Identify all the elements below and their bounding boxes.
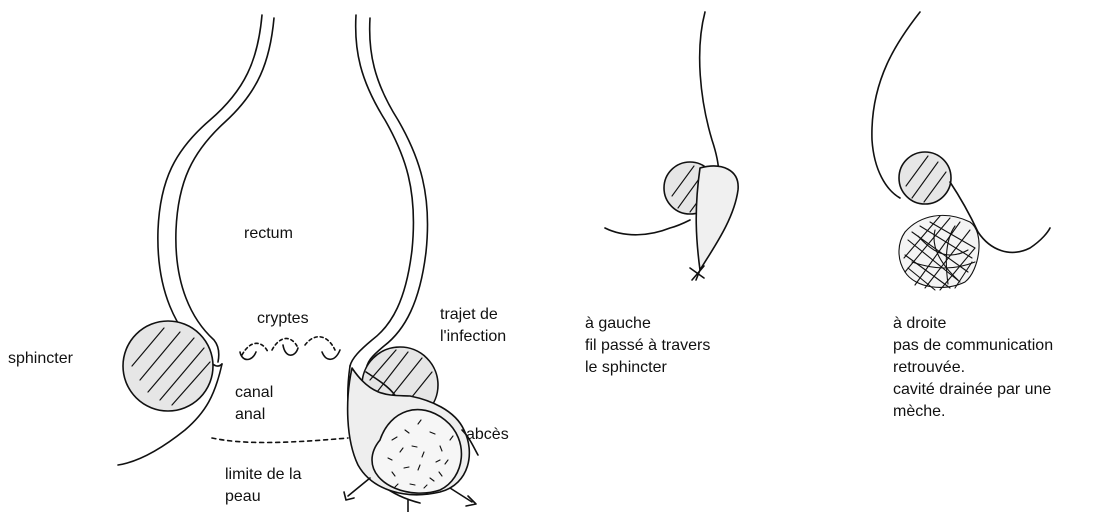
label-canal-anal-line1: canal [235,382,273,404]
wick-diagram [872,12,1050,290]
label-canal-anal-line2: anal [235,404,273,426]
rectum-wall-right-outer [350,15,413,366]
rectum-wall-right-inner [366,18,428,372]
caption-left-line3: le sphincter [585,357,710,379]
label-trajet-line1: trajet de [440,304,506,326]
label-trajet: trajet de l'infection [440,304,506,348]
label-limite-peau-line2: peau [225,486,301,508]
sphincter-right-diagram [899,152,951,204]
sphincter-left [123,321,213,411]
wick-mesh [899,215,979,290]
seton-diagram [605,12,738,280]
caption-left-line1: à gauche [585,313,710,335]
caption-right: à droite pas de communication retrouvée.… [893,313,1053,423]
caption-left: à gauche fil passé à travers le sphincte… [585,313,710,379]
label-limite-peau: limite de la peau [225,464,301,508]
label-rectum: rectum [244,223,293,245]
caption-right-line4: cavité drainée par une [893,379,1053,401]
caption-right-line1: à droite [893,313,1053,335]
caption-right-line2: pas de communication [893,335,1053,357]
label-trajet-line2: l'infection [440,326,506,348]
skin-limit-line [212,438,348,443]
label-limite-peau-line1: limite de la [225,464,301,486]
label-cryptes: cryptes [257,308,309,330]
label-canal-anal: canal anal [235,382,273,426]
rectum-wall-left-outer [158,15,262,366]
caption-right-line5: mèche. [893,401,1053,423]
caption-right-line3: retrouvée. [893,357,1053,379]
label-abces: abcès [466,424,509,446]
cryptes-hooks [240,345,340,360]
label-sphincter: sphincter [8,348,73,370]
caption-left-line2: fil passé à travers [585,335,710,357]
